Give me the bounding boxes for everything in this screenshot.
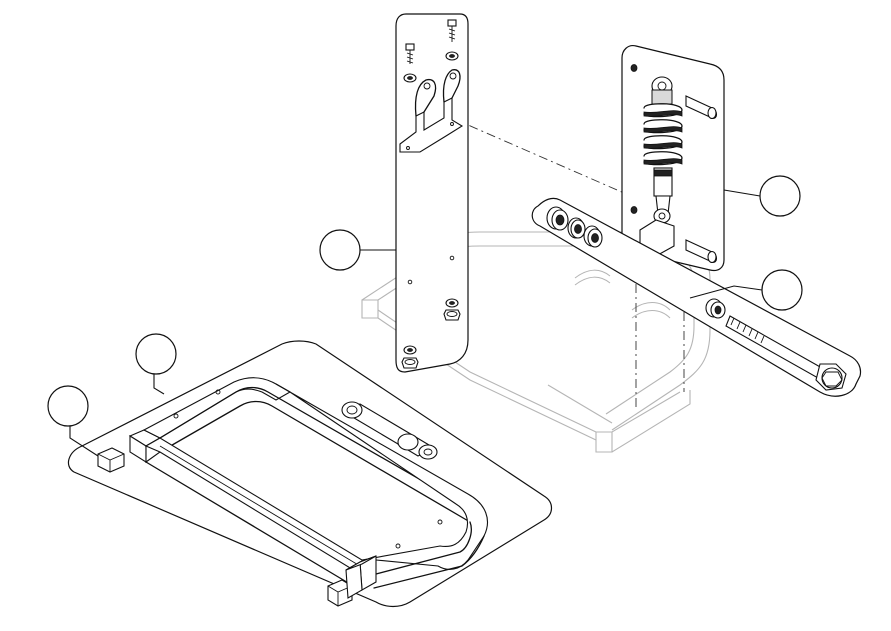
- callout-5: [689, 269, 803, 311]
- u-bracket: [399, 69, 464, 153]
- spacer-3: [583, 225, 603, 248]
- callout-4: [723, 175, 801, 217]
- end-cap-left: [97, 447, 125, 473]
- mount-tube-2: [396, 433, 438, 460]
- pivot-bolt-panel: [531, 197, 862, 397]
- nut-right: [443, 298, 461, 321]
- spacer-1: [546, 206, 569, 231]
- nut-left: [401, 345, 419, 369]
- base-panel: [67, 340, 553, 608]
- shock-panel: [621, 45, 725, 287]
- bolt-left: [405, 43, 415, 64]
- shock-absorber: [643, 76, 683, 224]
- washer-bolt: [705, 298, 726, 319]
- pin-bottom: [685, 239, 718, 264]
- bolt-right: [447, 19, 457, 42]
- spacer-2: [567, 217, 586, 239]
- end-cap-right: [327, 579, 353, 607]
- callout-2: [47, 385, 99, 457]
- bracket-panel: [395, 13, 469, 373]
- pin-top: [685, 95, 718, 120]
- square-tube-frame[interactable]: [128, 377, 488, 599]
- long-bolt: [725, 315, 847, 391]
- callout-3: [319, 229, 396, 271]
- callout-1: [135, 333, 177, 395]
